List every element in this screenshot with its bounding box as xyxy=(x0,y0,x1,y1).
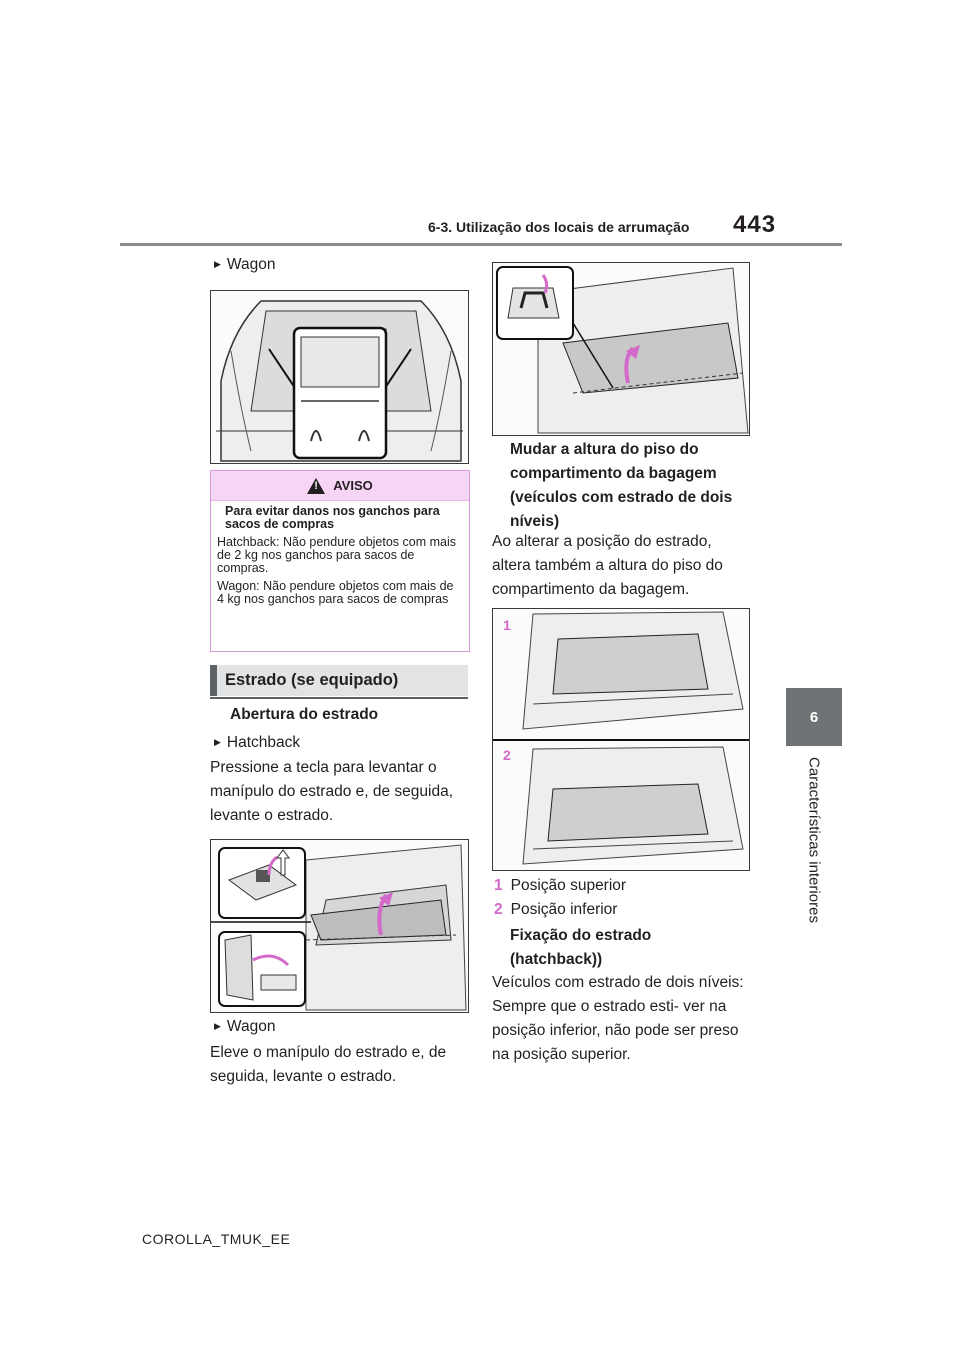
wagon-instruction: Eleve o manípulo do estrado e, de seguid… xyxy=(210,1044,447,1085)
fixing-text: Veículos com estrado de dois níveis: Sem… xyxy=(492,974,744,1063)
hatchback-instruction: Pressione a tecla para levantar o manípu… xyxy=(210,759,454,824)
warning-box: AVISO Para evitar danos nos ganchos para… xyxy=(210,470,470,652)
wagon-hooks-drawing xyxy=(216,300,463,462)
hatchback-deck-drawing xyxy=(211,844,467,1011)
wagon-deck-drawing xyxy=(496,266,749,434)
wagon-bullet-2: Wagon xyxy=(214,1018,276,1036)
warning-paragraph-wagon: Wagon: Não pendure objetos com mais de 4… xyxy=(217,579,454,606)
height-change-text: Ao alterar a posição do estrado, altera … xyxy=(492,533,723,598)
subheading-opening: Abertura do estrado xyxy=(230,706,379,723)
figure-label-2: 2 xyxy=(503,747,511,763)
figure-label-1: 1 xyxy=(503,617,511,633)
hatchback-bullet: Hatchback xyxy=(214,734,300,752)
warning-title: AVISO xyxy=(333,478,373,493)
deck-positions-drawing xyxy=(493,611,749,865)
header-divider xyxy=(120,243,842,246)
wagon-bullet-1: Wagon xyxy=(214,256,276,274)
wagon-deck-illustration xyxy=(492,262,750,436)
document-code: COROLLA_TMUK_EE xyxy=(142,1231,291,1247)
warning-paragraph-hatchback: Hatchback: Não pendure objetos com mais … xyxy=(217,535,457,575)
chapter-tab-number: 6 xyxy=(786,688,842,746)
chapter-tab-label: Características interiores xyxy=(805,757,823,923)
warning-subtitle: Para evitar danos nos ganchos para sacos… xyxy=(225,504,440,531)
page-number: 443 xyxy=(733,211,777,238)
deck-positions-illustration: 1 2 xyxy=(492,608,750,871)
running-header-section: 6-3. Utilização dos locais de arrumação xyxy=(428,219,690,235)
heading-fixing: Fixação do estrado (hatchback)) xyxy=(510,927,652,968)
section-divider xyxy=(210,697,468,699)
hatchback-deck-illustration xyxy=(210,839,469,1013)
warning-icon xyxy=(307,477,326,494)
heading-height-change: Mudar a altura do piso do compartimento … xyxy=(510,441,733,530)
warning-header: AVISO xyxy=(211,471,469,501)
section-heading: Estrado (se equipado) xyxy=(210,665,468,696)
wagon-hooks-illustration xyxy=(210,290,469,464)
